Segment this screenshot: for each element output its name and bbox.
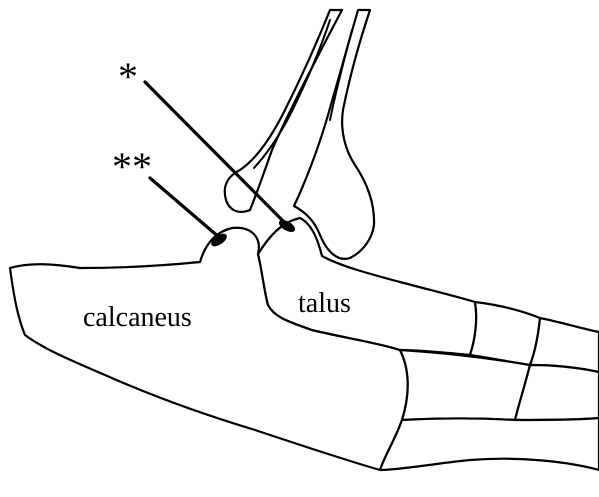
calcaneus-label: calcaneus	[83, 302, 192, 333]
metatarsal-lower	[380, 418, 599, 470]
talus-label: talus	[298, 288, 351, 319]
calcaneus-bone	[10, 228, 408, 470]
metatarsal-upper	[530, 318, 599, 372]
double-star-pointer-line	[150, 178, 220, 238]
double-star-label: **	[112, 144, 152, 189]
metatarsal-middle	[515, 365, 599, 420]
navicular-bone	[470, 302, 540, 365]
single-star-label: *	[118, 54, 138, 99]
